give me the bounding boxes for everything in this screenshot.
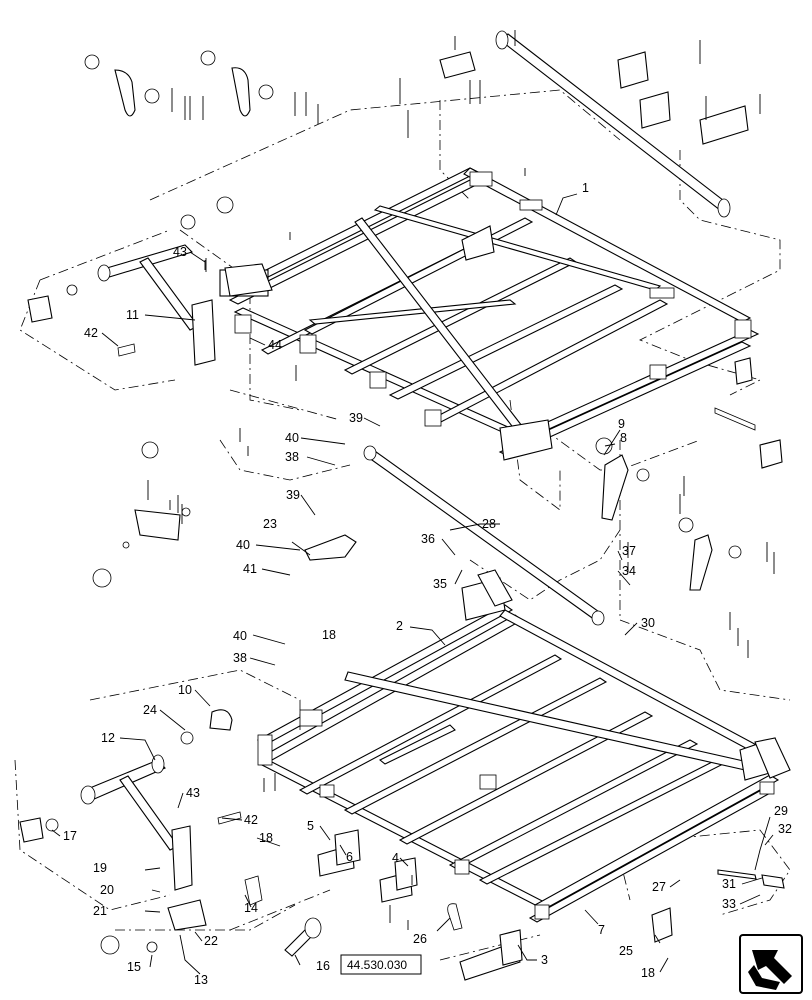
callout-26: 26	[413, 932, 427, 946]
callout-12: 12	[101, 731, 115, 745]
callout-24: 24	[143, 703, 157, 717]
callout-25: 25	[619, 944, 633, 958]
callout-40-a: 40	[285, 431, 299, 445]
callout-10: 10	[178, 683, 192, 697]
callout-6: 6	[346, 850, 353, 864]
callout-19: 19	[93, 861, 107, 875]
diagonal-brace	[363, 445, 605, 626]
callout-39-b: 39	[286, 488, 300, 502]
next-page-arrow-icon[interactable]	[739, 934, 803, 994]
callout-8: 8	[620, 431, 627, 445]
callout-41: 41	[243, 562, 257, 576]
callout-42-a: 42	[84, 326, 98, 340]
callout-28: 28	[482, 517, 496, 531]
callout-3: 3	[541, 953, 548, 967]
callout-39-a: 39	[349, 411, 363, 425]
callout-33: 33	[722, 897, 736, 911]
callout-9: 9	[618, 417, 625, 431]
callout-18-c: 18	[641, 966, 655, 980]
callout-5: 5	[307, 819, 314, 833]
bolts-and-small-parts	[19, 50, 785, 981]
callout-38-b: 38	[233, 651, 247, 665]
leader-lines	[51, 193, 774, 975]
callout-18-a: 18	[322, 628, 336, 642]
callout-20: 20	[100, 883, 114, 897]
callout-21: 21	[93, 904, 107, 918]
adjustment-rod	[495, 30, 731, 218]
callout-34: 34	[622, 564, 636, 578]
figure-reference-text: 44.530.030	[347, 958, 407, 972]
callout-38-a: 38	[285, 450, 299, 464]
callout-14: 14	[244, 901, 258, 915]
callout-23: 23	[263, 517, 277, 531]
upper-frame	[219, 167, 760, 461]
callout-29: 29	[774, 804, 788, 818]
callout-27: 27	[652, 880, 666, 894]
lower-frame	[256, 569, 791, 923]
callout-44: 44	[268, 338, 282, 352]
callout-31: 31	[722, 877, 736, 891]
callout-15: 15	[127, 960, 141, 974]
callout-22: 22	[204, 934, 218, 948]
callout-40-c: 40	[233, 629, 247, 643]
callout-11: 11	[126, 308, 139, 322]
callout-13: 13	[194, 973, 208, 987]
callout-43-b: 43	[186, 786, 200, 800]
callout-1: 1	[582, 181, 589, 195]
bolt-markers	[147, 30, 775, 930]
construction-lines	[14, 89, 791, 961]
callout-30: 30	[641, 616, 655, 630]
callout-40-b: 40	[236, 538, 250, 552]
callout-35: 35	[433, 577, 447, 591]
callout-2: 2	[396, 619, 403, 633]
callout-4: 4	[392, 851, 399, 865]
figure-reference: 44.530.030	[340, 954, 422, 975]
callout-32: 32	[778, 822, 792, 836]
callout-7: 7	[598, 923, 605, 937]
callout-17: 17	[63, 829, 77, 843]
callout-42-b: 42	[244, 813, 258, 827]
callout-18-b: 18	[259, 831, 273, 845]
callout-37: 37	[622, 544, 636, 558]
callout-36: 36	[421, 532, 435, 546]
callout-labels: 1 2 3 4 5 6 7 8 9 10 11 12 13 14 15 16 1…	[63, 181, 792, 987]
callout-16: 16	[316, 959, 330, 973]
callout-43-a: 43	[173, 245, 187, 259]
